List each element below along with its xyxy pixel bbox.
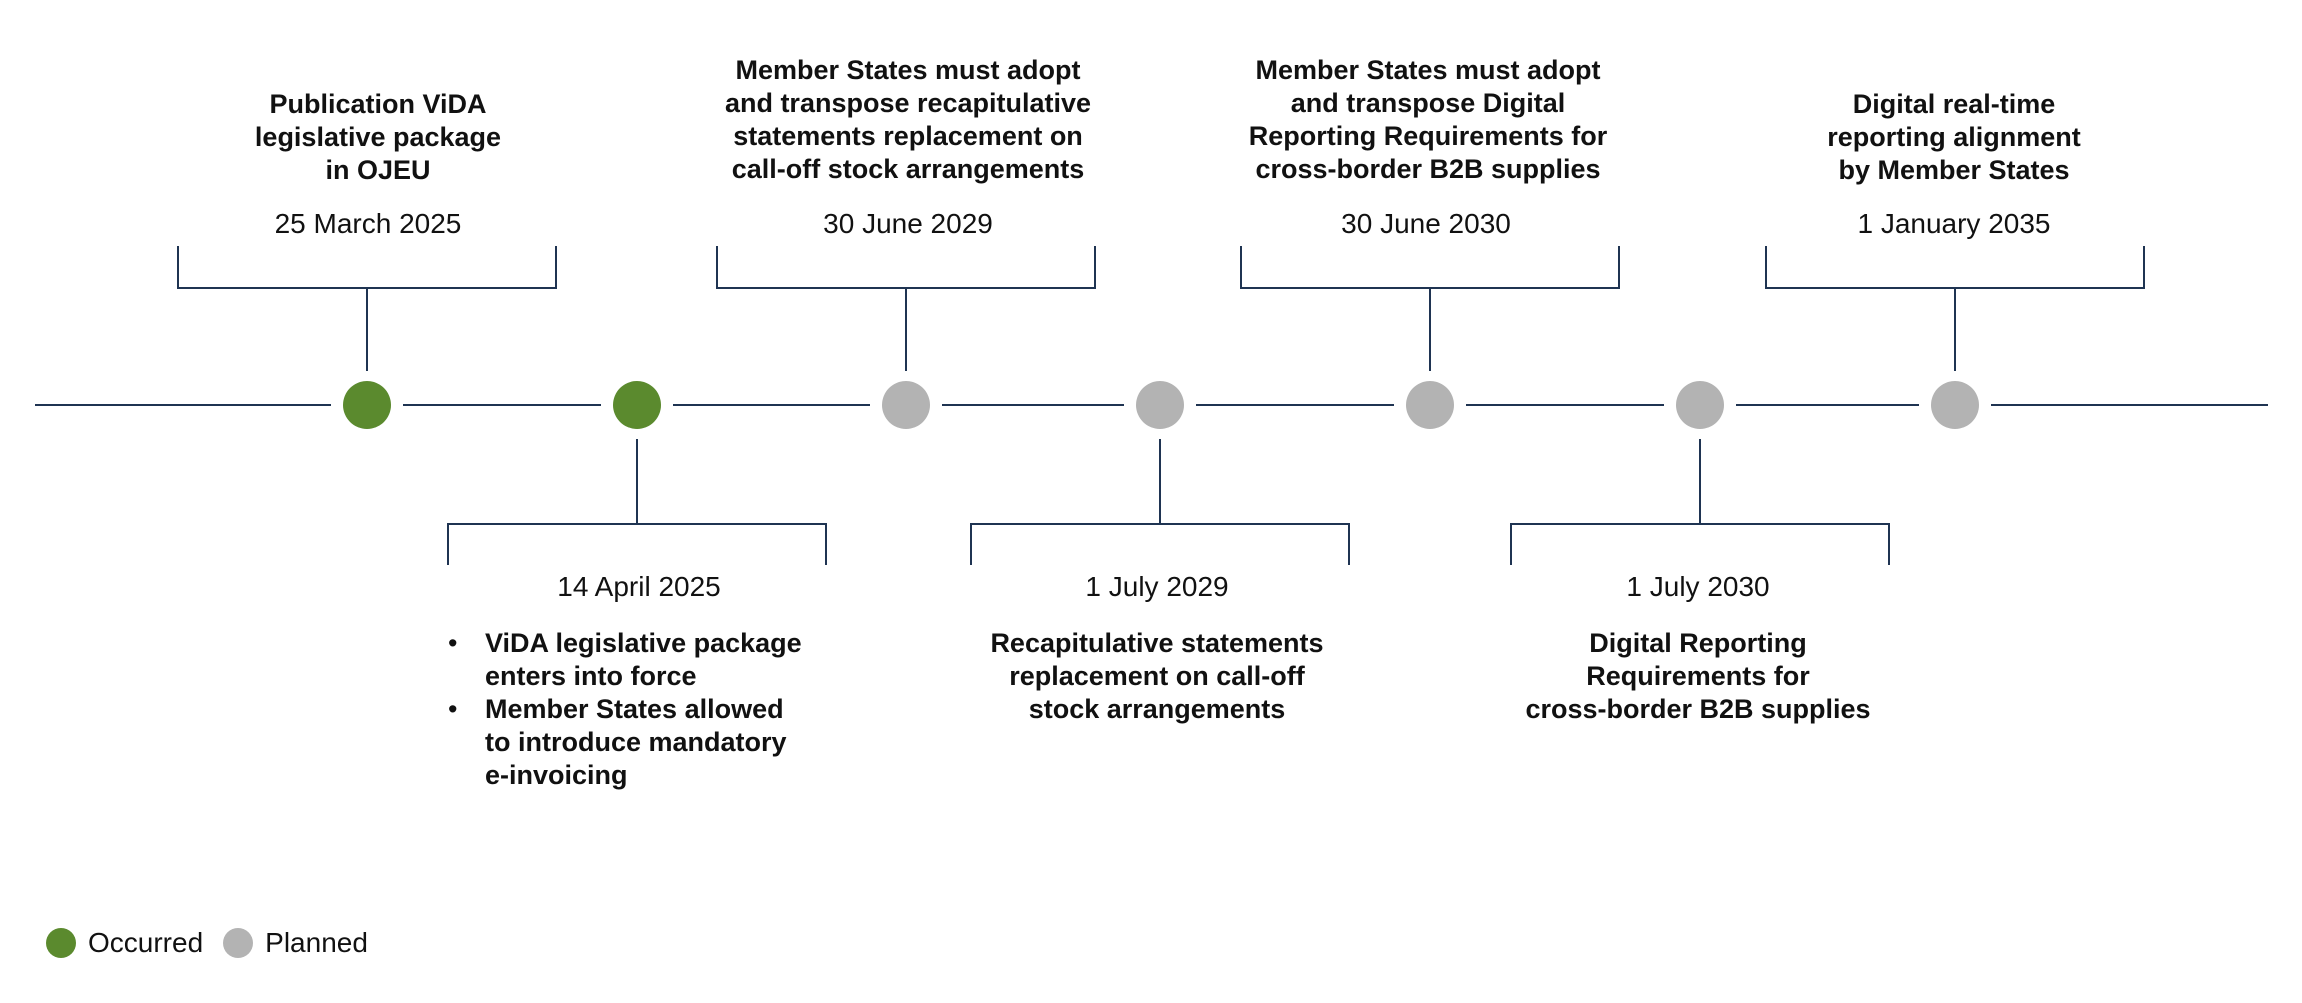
milestone-7-bracket (1765, 246, 2145, 289)
milestone-5-date: 30 June 2030 (1341, 208, 1511, 239)
milestone-6-bracket (1510, 523, 1890, 565)
legend: Occurred Planned (46, 926, 388, 960)
milestone-1-dot (343, 381, 391, 429)
milestone-4-dot (1136, 381, 1184, 429)
milestone-4-date: 1 July 2029 (1085, 571, 1229, 602)
legend-planned-label: Planned (265, 927, 368, 958)
milestone-3-date: 30 June 2029 (823, 208, 993, 239)
milestone-6-dot (1676, 381, 1724, 429)
milestone-7-date: 1 January 2035 (1857, 208, 2051, 239)
milestone-2-bracket (447, 523, 827, 565)
milestone-2-bullet-1: ViDA legislative package enters into for… (448, 627, 848, 693)
milestone-5-title: Member States must adopt and transpose D… (1248, 55, 1608, 184)
milestone-1-bracket (177, 246, 557, 289)
milestone-2-bullet-2: Member States allowed to introduce manda… (448, 693, 848, 792)
milestone-4-description: Recapitulative statements replacement on… (990, 628, 1324, 724)
occurred-dot-icon (46, 928, 76, 958)
milestone-3-title: Member States must adopt and transpose r… (724, 55, 1092, 184)
milestone-5-bracket (1240, 246, 1620, 289)
milestone-markers (343, 381, 1979, 429)
legend-occurred: Occurred (46, 926, 203, 960)
planned-dot-icon (223, 928, 254, 958)
milestone-3-dot (882, 381, 930, 429)
milestone-6-date: 1 July 2030 (1626, 571, 1770, 602)
legend-planned: Planned (223, 926, 368, 960)
milestone-1-date: 25 March 2025 (274, 208, 462, 239)
milestone-7-title: Digital real-time reporting alignment by… (1827, 89, 2081, 185)
legend-occurred-label: Occurred (88, 927, 204, 958)
milestone-2-date: 14 April 2025 (557, 571, 721, 602)
milestone-brackets (177, 246, 2145, 565)
milestone-1-title: Publication ViDA legislative package in … (254, 89, 502, 185)
milestone-2-dot (613, 381, 661, 429)
milestone-6-description: Digital Reporting Requirements for cross… (1525, 628, 1871, 724)
milestone-5-dot (1406, 381, 1454, 429)
milestone-4-bracket (970, 523, 1350, 565)
milestone-3-bracket (716, 246, 1096, 289)
milestone-2-bullets: ViDA legislative package enters into for… (448, 627, 848, 792)
milestone-7-dot (1931, 381, 1979, 429)
